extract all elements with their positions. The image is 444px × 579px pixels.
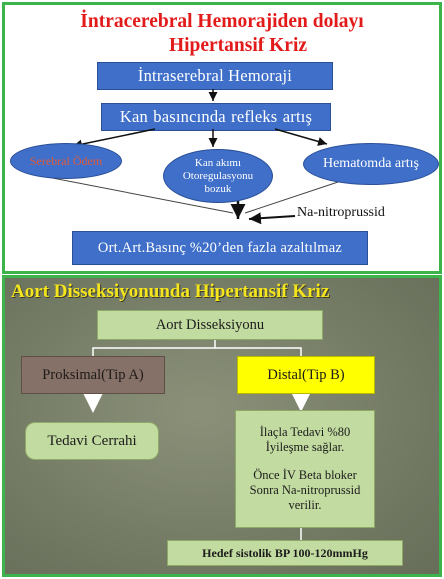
map-reduction-box: Ort.Art.Basınç %20’den fazla azaltılmaz xyxy=(72,231,368,265)
flow-connectors xyxy=(36,89,342,225)
line-edema-to-converge xyxy=(36,174,234,214)
cerebral-edema-ellipse: Serebral Ödem xyxy=(10,143,122,179)
intracerebral-panel: İntracerebral Hemorajiden dolayı Hiperta… xyxy=(2,2,442,274)
line-hematoma-to-converge xyxy=(244,180,342,214)
autoregulation-line2: Otoregulasyonu xyxy=(182,169,254,182)
hemorrhage-box-label: İntraserebral Hemoraji xyxy=(137,66,293,85)
map-reduction-label: Ort.Art.Basınç %20’den fazla azaltılmaz xyxy=(97,239,343,256)
medical-line3: Önce İV Beta bloker xyxy=(253,468,357,482)
connector-aort-to-proximal xyxy=(92,340,216,358)
target-bp-box: Hedef sistolik BP 100-120mmHg xyxy=(167,540,403,566)
arrow-reflex-to-edema xyxy=(72,128,156,149)
surgery-label: Tedavi Cerrahi xyxy=(47,432,137,449)
arrow-drug xyxy=(248,212,296,225)
medical-treatment-box: İlaçla Tedavi %80 İyileşme sağlar. Önce … xyxy=(235,410,375,528)
medical-line5: verilir. xyxy=(288,498,322,512)
connector-aort-to-distal xyxy=(215,347,302,358)
panel-title-line1: İntracerebral Hemorajiden dolayı xyxy=(80,11,364,32)
aortic-dissection-panel: Aort Disseksiyonunda Hipertansif Kriz Ao… xyxy=(2,275,442,577)
hemorrhage-box: İntraserebral Hemoraji xyxy=(97,62,333,90)
target-bp-label: Hedef sistolik BP 100-120mmHg xyxy=(202,545,368,560)
medical-line1: İlaçla Tedavi %80 xyxy=(259,425,351,439)
aortic-dissection-label: Aort Disseksiyonu xyxy=(155,316,265,333)
autoregulation-ellipse: Kan akımı Otoregulasyonu bozuk xyxy=(163,149,273,203)
surgery-box: Tedavi Cerrahi xyxy=(25,422,159,460)
cerebral-edema-label: Serebral Ödem xyxy=(29,153,103,168)
reflex-increase-label: Kan basıncında refleks artış xyxy=(119,107,313,126)
autoregulation-line3: bozuk xyxy=(204,182,232,195)
hematoma-label: Hematomda artış xyxy=(322,156,420,171)
medical-line4: Sonra Na-nitroprussid xyxy=(249,483,361,497)
panel-title: Aort Disseksiyonunda Hipertansif Kriz xyxy=(11,281,330,302)
medical-line2: İyileşme sağlar. xyxy=(265,440,345,454)
distal-box: Distal(Tip B) xyxy=(237,356,375,394)
reflex-increase-box: Kan basıncında refleks artış xyxy=(101,103,331,131)
aortic-dissection-box: Aort Disseksiyonu xyxy=(97,310,323,340)
proximal-label: Proksimal(Tip A) xyxy=(42,366,144,383)
hematoma-ellipse: Hematomda artış xyxy=(303,143,439,185)
arrow-reflex-to-hematoma xyxy=(274,128,328,146)
panel-title-line2: Hipertansif Kriz xyxy=(168,35,308,56)
flow-connectors xyxy=(82,340,312,540)
drug-label: Na-nitroprussid xyxy=(297,205,385,220)
autoregulation-line1: Kan akımı xyxy=(194,156,242,169)
distal-label: Distal(Tip B) xyxy=(267,366,345,383)
proximal-box: Proksimal(Tip A) xyxy=(21,356,165,394)
